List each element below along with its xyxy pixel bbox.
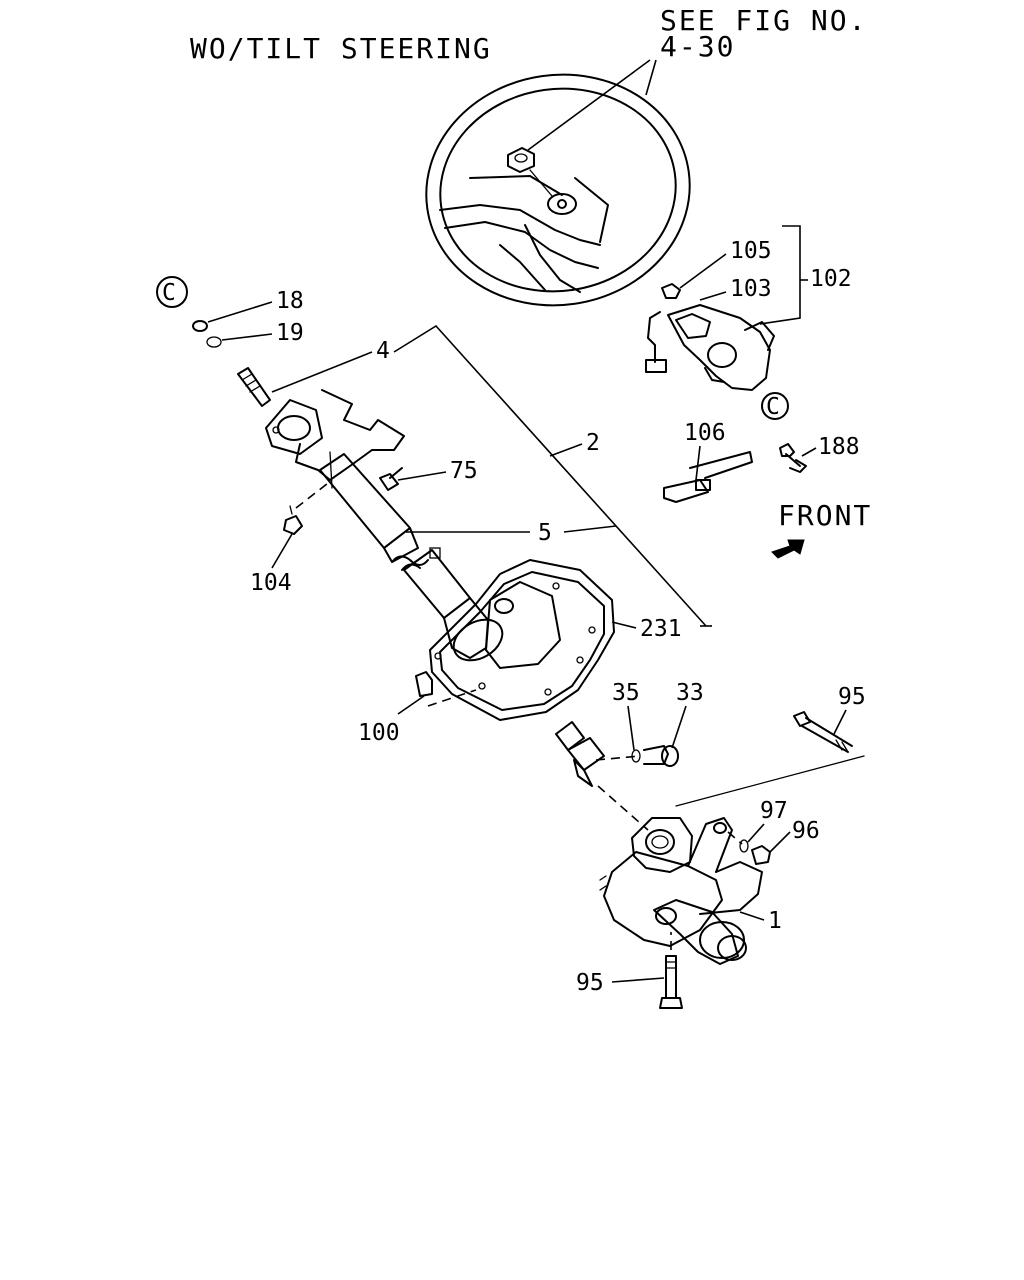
leader-33 [671, 705, 687, 749]
see-fig-label: SEE FIG NO. [660, 4, 867, 37]
see-fig-leader-wheel [645, 59, 657, 96]
leader-2 [549, 443, 583, 457]
steering-gear-box [599, 817, 763, 965]
leader-96 [769, 831, 791, 853]
callout-35: 35 [612, 680, 640, 706]
washer-97 [739, 839, 749, 853]
leader-95-bottom [611, 977, 665, 983]
see-fig-leader-nut [527, 59, 651, 151]
callout-4: 4 [376, 338, 390, 364]
callout-105: 105 [730, 238, 772, 264]
leader-104 [271, 533, 293, 569]
callout-106: 106 [684, 420, 726, 446]
screw-188 [779, 443, 807, 473]
bolt-100 [415, 671, 433, 697]
callout-97: 97 [760, 798, 788, 824]
callout-95-bottom: 95 [576, 970, 604, 996]
front-arrow-icon [771, 539, 805, 559]
leader-102-bracket [759, 225, 801, 325]
callout-231: 231 [640, 616, 682, 642]
nut-18 [192, 320, 208, 332]
steering-column [237, 367, 504, 662]
callout-18: 18 [276, 288, 304, 314]
leader-18 [207, 301, 273, 323]
combination-switch-assembly [645, 283, 775, 391]
leader-103 [699, 291, 727, 301]
callout-1: 1 [768, 908, 782, 934]
harness-106 [663, 451, 753, 503]
leader-106 [695, 445, 701, 481]
bolt-75 [379, 467, 403, 491]
front-label: FRONT [778, 499, 872, 532]
bolt-95-bottom [659, 955, 683, 1009]
steering-wheel [425, 73, 691, 307]
callout-188: 188 [818, 434, 860, 460]
callout-33: 33 [676, 680, 704, 706]
callout-104: 104 [250, 570, 292, 596]
nut-96 [751, 845, 771, 865]
ref-circle-c-column [156, 276, 188, 308]
leader-188 [801, 447, 817, 457]
callout-102: 102 [810, 266, 852, 292]
callout-5: 5 [538, 520, 552, 546]
leader-95-top [833, 709, 847, 735]
callout-103: 103 [730, 276, 772, 302]
diagram-title: WO/TILT STEERING [190, 32, 492, 65]
leader-35 [627, 705, 635, 751]
universal-joint [555, 721, 605, 787]
washer-19 [206, 336, 222, 348]
bolt-95-top [793, 711, 853, 753]
ref-c-switch-label: C [766, 394, 780, 420]
callout-19: 19 [276, 320, 304, 346]
leader-100 [397, 695, 425, 715]
leader-75 [397, 471, 447, 481]
leader-97 [747, 823, 765, 843]
leader-1 [739, 911, 765, 921]
callout-95-top: 95 [838, 684, 866, 710]
ref-c-column-label: C [162, 280, 176, 306]
callout-2: 2 [586, 430, 600, 456]
leader-231 [611, 621, 637, 629]
dash-cover-231 [429, 559, 615, 721]
see-fig-number: 4-30 [660, 30, 735, 63]
leader-105 [679, 253, 727, 289]
leader-19 [221, 333, 273, 341]
bolt-33 [643, 745, 679, 767]
ref-circle-c-switch [761, 392, 789, 420]
bolt-104 [283, 505, 303, 535]
leader-4 [271, 351, 373, 393]
callout-75: 75 [450, 458, 478, 484]
callout-96: 96 [792, 818, 820, 844]
callout-100: 100 [358, 720, 400, 746]
